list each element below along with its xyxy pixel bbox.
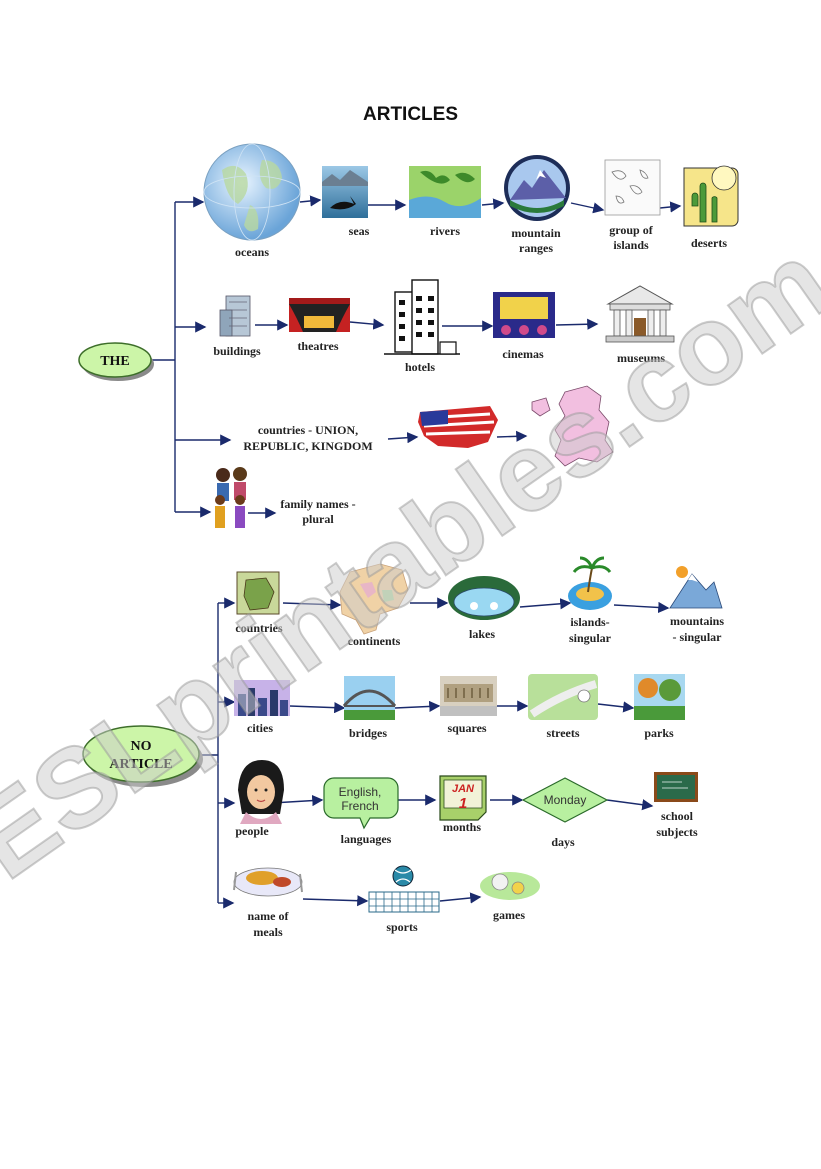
label-islands: islands bbox=[613, 238, 649, 252]
label-buildings: buildings bbox=[213, 344, 261, 358]
label-countries-union: countries - UNION, bbox=[258, 423, 358, 437]
river-icon bbox=[409, 166, 481, 218]
label-ranges: ranges bbox=[519, 241, 553, 255]
no-article-row2-labels: cities bridges squares streets parks bbox=[247, 721, 674, 740]
label-oceans: oceans bbox=[235, 245, 269, 259]
the-node-label: THE bbox=[100, 354, 130, 369]
label-cinemas: cinemas bbox=[502, 347, 544, 361]
label-streets: streets bbox=[546, 726, 579, 740]
the-row1-labels: oceans seas rivers mountain ranges group… bbox=[235, 223, 727, 259]
continents-map-icon bbox=[339, 563, 409, 635]
label-people: people bbox=[235, 824, 269, 838]
no-article-node-label-1: NO bbox=[131, 739, 152, 754]
monday-diamond-icon: Monday bbox=[521, 777, 609, 823]
bridge-icon bbox=[342, 676, 397, 720]
label-mountain: mountain bbox=[511, 226, 561, 240]
the-row4-labels: family names - plural bbox=[280, 497, 355, 526]
label-republic-kingdom: REPUBLIC, KINGDOM bbox=[243, 439, 372, 453]
label-countries: countries bbox=[235, 621, 283, 635]
label-languages: languages bbox=[341, 832, 392, 846]
label-mountains-singular: - singular bbox=[672, 630, 722, 644]
ocean-globe-icon bbox=[203, 143, 301, 241]
chalkboard-icon bbox=[654, 772, 698, 802]
label-theatres: theatres bbox=[297, 339, 338, 353]
label-games: games bbox=[493, 908, 525, 922]
the-tree-connectors bbox=[152, 195, 682, 519]
no-article-row3-labels: people languages months days school subj… bbox=[235, 809, 698, 849]
calendar-month: JAN bbox=[452, 783, 475, 795]
label-school: school bbox=[661, 809, 694, 823]
label-squares: squares bbox=[447, 721, 486, 735]
label-lakes: lakes bbox=[469, 627, 495, 641]
label-name-of: name of bbox=[248, 909, 290, 923]
label-days: days bbox=[551, 835, 575, 849]
label-parks: parks bbox=[644, 726, 674, 740]
speech-bubble-line-2: French bbox=[341, 799, 378, 813]
label-rivers: rivers bbox=[430, 224, 460, 238]
label-islands-singular-1: islands- bbox=[570, 615, 609, 629]
page-title: ARTICLES bbox=[363, 104, 458, 125]
label-subjects: subjects bbox=[656, 825, 698, 839]
france-map-icon bbox=[236, 571, 280, 615]
label-hotels: hotels bbox=[405, 360, 435, 374]
calendar-day: 1 bbox=[459, 795, 467, 812]
uk-map-icon bbox=[531, 385, 614, 467]
label-continents: continents bbox=[348, 634, 401, 648]
lake-ducks-icon bbox=[448, 576, 520, 620]
square-icon bbox=[440, 676, 497, 716]
speech-bubble-line-1: English, bbox=[339, 785, 382, 799]
label-bridges: bridges bbox=[349, 726, 387, 740]
diamond-label: Monday bbox=[544, 793, 587, 807]
building-icon bbox=[219, 295, 251, 337]
calendar-icon: JAN 1 bbox=[439, 775, 487, 821]
label-group-of: group of bbox=[609, 223, 653, 237]
park-icon bbox=[634, 674, 685, 720]
the-node: THE bbox=[78, 342, 154, 381]
no-article-node: NO ARTICLE bbox=[82, 725, 203, 787]
label-plural: plural bbox=[302, 512, 334, 526]
island-palm-icon bbox=[568, 556, 612, 610]
label-cities: cities bbox=[247, 721, 273, 735]
the-row2-labels: buildings theatres hotels cinemas museum… bbox=[213, 339, 665, 374]
volleyball-net-icon bbox=[368, 865, 440, 913]
label-family-names: family names - bbox=[280, 497, 355, 511]
cinema-icon bbox=[493, 292, 555, 338]
mountain-sun-icon bbox=[669, 566, 723, 609]
label-mountains: mountains bbox=[670, 614, 724, 628]
no-article-row1-labels: countries continents lakes islands- sing… bbox=[235, 614, 724, 648]
islands-map-icon bbox=[604, 159, 661, 216]
no-article-node-label-2: ARTICLE bbox=[109, 757, 172, 772]
desert-cactus-icon bbox=[683, 165, 739, 227]
label-months: months bbox=[443, 820, 481, 834]
girl-face-icon bbox=[238, 760, 284, 824]
label-seas: seas bbox=[349, 224, 370, 238]
speech-bubble-icon: English, French bbox=[323, 777, 399, 830]
family-icon bbox=[215, 467, 247, 528]
label-islands-singular-2: singular bbox=[569, 631, 612, 645]
usa-flag-map-icon bbox=[418, 406, 498, 448]
label-meals: meals bbox=[253, 925, 283, 939]
label-sports: sports bbox=[386, 920, 418, 934]
theatre-icon bbox=[289, 298, 350, 332]
meal-plate-icon bbox=[233, 867, 303, 897]
label-deserts: deserts bbox=[691, 236, 727, 250]
games-icon bbox=[480, 872, 540, 900]
no-article-tree-connectors bbox=[200, 597, 670, 909]
street-icon bbox=[528, 674, 598, 720]
museum-icon bbox=[605, 285, 675, 343]
the-row3-labels: countries - UNION, REPUBLIC, KINGDOM bbox=[243, 423, 372, 453]
no-article-row4-labels: name of meals sports games bbox=[248, 908, 526, 939]
sea-orca-icon bbox=[322, 166, 368, 218]
mountain-range-icon bbox=[504, 155, 570, 221]
hotel-icon bbox=[384, 279, 460, 355]
label-museums: museums bbox=[617, 351, 665, 365]
city-skyline-icon bbox=[234, 680, 290, 716]
